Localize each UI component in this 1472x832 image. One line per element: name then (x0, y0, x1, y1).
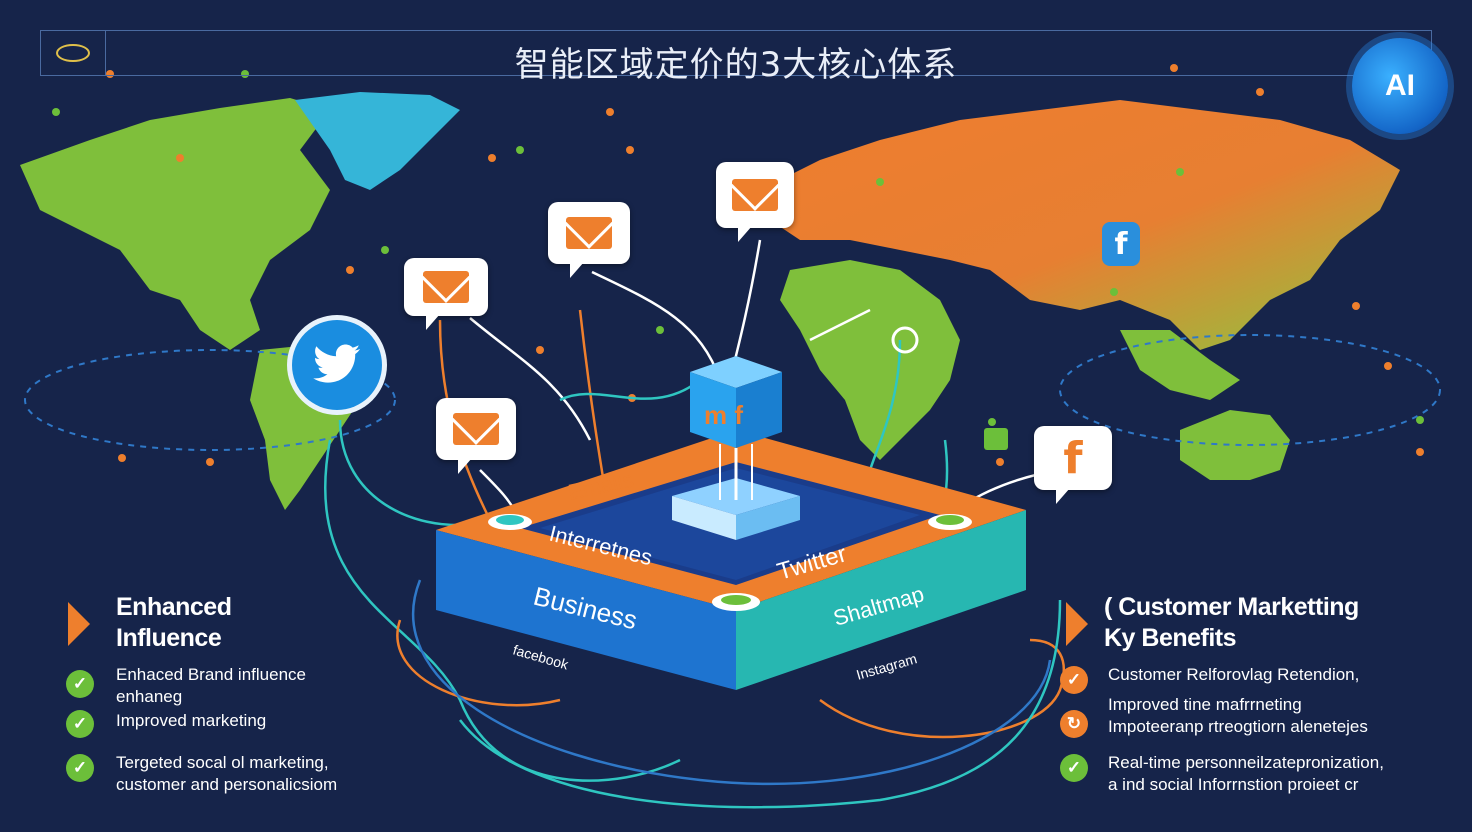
page-title: 智能区域定价的3大核心体系 (514, 45, 958, 85)
left-benefit-3: Tergeted socal ol marketing, customer an… (116, 752, 337, 796)
continent-australia (1180, 410, 1290, 480)
mail-card-3 (716, 162, 794, 242)
mail-icon (453, 413, 499, 445)
left-arrow-icon (68, 602, 90, 646)
mail-icon (423, 271, 469, 303)
mail-card-1 (404, 258, 488, 330)
mail-icon (566, 217, 612, 249)
left-heading-line2: Influence (116, 624, 222, 652)
platform-base (436, 356, 1026, 690)
left-panel-heading: Enhanced Influence (116, 592, 232, 654)
ai-badge: AI (1352, 38, 1448, 134)
logo-badge (41, 31, 106, 75)
right-benefit-3: Real-time personneilzatepronization, a i… (1108, 752, 1384, 796)
right-heading-line1: ( Customer Marketting (1104, 593, 1359, 621)
mail-icon (732, 179, 778, 211)
twitter-bird-icon (313, 344, 360, 383)
check-icon: ✓ (66, 670, 94, 698)
right-benefit-1-line1: Customer Relforovlag Retendion, (1108, 665, 1360, 684)
right-benefit-3-line1: Real-time personneilzatepronization, (1108, 753, 1384, 772)
logo-icon (56, 44, 90, 62)
refresh-icon: ↻ (1060, 710, 1088, 738)
left-benefit-1: Enhaced Brand influence enhaneg (116, 664, 306, 708)
left-heading-line1: Enhanced (116, 593, 232, 621)
check-icon: ✓ (66, 754, 94, 782)
twitter-badge (292, 320, 382, 410)
right-heading-line2: Ky Benefits (1104, 624, 1237, 652)
right-benefit-2-line1: Impoteeranp rtreogtiorn alenetejes (1108, 717, 1368, 736)
continent-africa (780, 260, 960, 460)
check-icon: ✓ (1060, 754, 1088, 782)
left-benefit-3-line2: customer and personalicsiom (116, 775, 338, 794)
right-benefit-1: Customer Relforovlag Retendion, Improved… (1108, 664, 1359, 716)
continent-se-asia (1120, 330, 1240, 400)
title-bar: 智能区域定价的3大核心体系 (40, 30, 1432, 85)
right-panel-heading: ( Customer Marketting Ky Benefits (1104, 592, 1359, 654)
left-benefit-3-line1: Tergeted socal ol marketing, (116, 753, 329, 772)
continent-eurasia (760, 100, 1400, 350)
check-icon: ✓ (66, 710, 94, 738)
right-benefit-3-line2: a ind social Inforrnstion proieet cr (1108, 775, 1359, 794)
right-arrow-icon (1066, 602, 1088, 646)
facebook-small-icon: f (1102, 222, 1140, 266)
check-icon: ✓ (1060, 666, 1088, 694)
left-benefit-1-line2: enhaneg (116, 687, 183, 706)
network-dots (52, 64, 1424, 576)
left-benefit-2-line1: Improved marketing (116, 711, 267, 730)
continent-north-america (20, 98, 330, 350)
right-benefit-1-line2: Improved tine mafrrneting (1108, 695, 1302, 714)
mail-card-4 (436, 398, 516, 474)
mail-card-2 (548, 202, 630, 278)
left-benefit-2: Improved marketing (116, 710, 266, 732)
continent-greenland (295, 92, 460, 190)
facebook-card: f (1034, 426, 1112, 504)
left-benefit-1-line1: Enhaced Brand influence (116, 665, 306, 684)
right-benefit-2: Impoteeranp rtreogtiorn alenetejes (1108, 716, 1368, 738)
facebook-icon: f (1063, 432, 1083, 484)
